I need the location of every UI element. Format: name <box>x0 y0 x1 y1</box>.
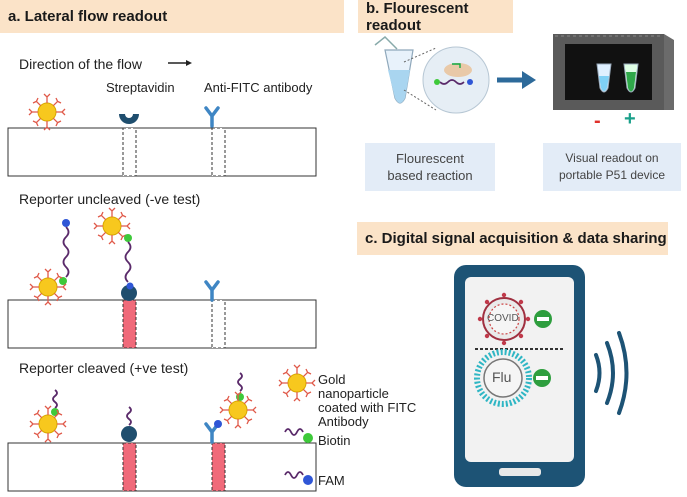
uncleaved-label: Reporter uncleaved (-ve test) <box>19 191 201 207</box>
legend-linker-icon <box>284 428 304 436</box>
cleaved-label: Reporter cleaved (+ve test) <box>19 360 189 376</box>
streptavidin-icon <box>121 426 137 442</box>
biotin-icon <box>59 277 67 285</box>
device-line2: portable P51 device <box>558 168 666 182</box>
flow-arrow <box>168 60 192 66</box>
reaction-box: Flourescent based reaction <box>365 143 495 191</box>
negative-result-icon <box>534 310 552 328</box>
flow-direction-label: Direction of the flow <box>19 56 142 72</box>
covid-label: COVID <box>487 313 519 324</box>
legend-fam-icon <box>303 475 313 485</box>
legend-gold-line2: nanoparticle <box>318 386 389 401</box>
flu-label: Flu <box>492 369 512 385</box>
device-line1: Visual readout on <box>565 151 659 165</box>
gold-nanoparticle <box>29 405 67 443</box>
reporter-fragment <box>237 372 243 392</box>
covid-virus-icon <box>477 292 531 346</box>
panel-b-header: b. Flourescent readout <box>358 0 513 34</box>
arrow-right-icon <box>497 71 536 89</box>
reporter-fragment <box>52 389 58 409</box>
legend-gold-line4: Antibody <box>318 414 369 429</box>
strip-2-test-line <box>122 299 137 349</box>
panel-a-header: a. Lateral flow readout <box>0 0 344 33</box>
streptavidin-icon <box>121 285 137 301</box>
panel-c-header: c. Digital signal acquisition & data sha… <box>357 222 668 255</box>
negative-result-icon <box>533 369 551 387</box>
minus-sign: - <box>594 110 601 132</box>
fam-icon <box>214 420 222 428</box>
flu-virus-icon <box>474 349 532 407</box>
strip-3-test-line <box>122 442 137 492</box>
strip-1-antibody-line <box>211 127 226 177</box>
legend-gold-line3: coated with FITC <box>318 400 417 415</box>
gold-nanoparticle <box>28 93 66 131</box>
legend-fam-label: FAM <box>318 473 345 488</box>
legend-biotin-icon <box>303 433 313 443</box>
biotin-icon <box>124 234 132 242</box>
reaction-tube-icon <box>374 35 437 111</box>
legend-gold-line1: Gold <box>318 372 346 387</box>
legend-biotin-label: Biotin <box>318 433 351 448</box>
streptavidin-label: Streptavidin <box>106 80 175 95</box>
strip-1-streptavidin-line <box>122 127 137 177</box>
fam-icon <box>126 282 134 290</box>
fam-icon <box>62 219 70 227</box>
strip-2-control-line <box>211 299 226 349</box>
plus-sign: + <box>624 108 636 130</box>
streptavidin-icon <box>119 114 139 124</box>
device-box: Visual readout on portable P51 device <box>543 143 681 191</box>
wireless-signal-icon <box>594 331 629 415</box>
strip-1 <box>7 127 317 177</box>
reaction-line2: based reaction <box>387 168 473 183</box>
gold-nanoparticle <box>219 391 257 429</box>
reporter-linker <box>62 226 70 278</box>
strip-2 <box>7 299 317 349</box>
reaction-zoom-icon <box>422 46 490 114</box>
legend-linker-icon <box>284 471 304 479</box>
p51-device-icon <box>553 34 674 110</box>
anti-fitc-label: Anti-FITC antibody <box>204 80 313 95</box>
reporter-linker <box>124 241 132 283</box>
reaction-line1: Flourescent <box>396 151 464 166</box>
legend-gold-icon <box>278 364 316 402</box>
antibody-icon <box>204 106 220 128</box>
strip-3 <box>7 442 317 492</box>
strip-3-control-line <box>211 442 226 492</box>
antibody-icon <box>204 280 220 302</box>
reporter-fragment <box>126 406 132 426</box>
